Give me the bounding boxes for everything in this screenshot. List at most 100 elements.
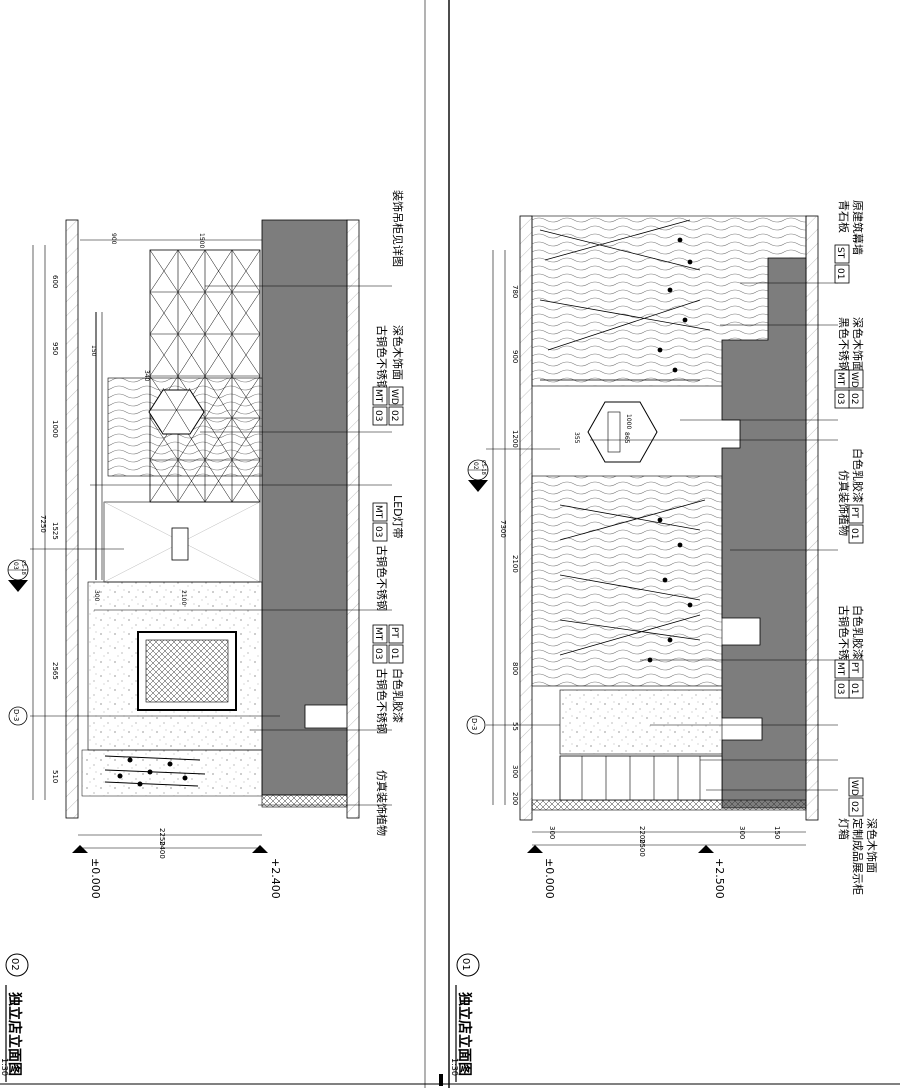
left-level-top: +2.400	[269, 858, 282, 899]
svg-text:03: 03	[373, 648, 383, 659]
right-side-dim-4: 150	[773, 826, 781, 839]
right-callout-7: 古铜色不锈钢	[837, 605, 851, 671]
svg-text:MT: MT	[373, 505, 383, 519]
right-dim-7: 300	[511, 765, 519, 778]
svg-text:PT: PT	[849, 507, 859, 518]
right-title-block: 01 独立店立面图 1:30	[450, 953, 480, 1082]
right-inner-dim-1: 355	[573, 432, 580, 444]
svg-text:WD: WD	[849, 780, 859, 796]
svg-text:01: 01	[835, 268, 845, 279]
left-shelf-grid	[149, 249, 261, 503]
left-inner-dim-2: 150	[90, 345, 97, 357]
right-level-top: +2.500	[713, 858, 726, 899]
right-callout-8: 深色木饰面	[865, 818, 879, 873]
svg-text:PT: PT	[389, 627, 399, 638]
right-plan-tag: D-3	[466, 715, 486, 735]
right-overall-dim: 7300	[499, 520, 507, 538]
left-elevation	[30, 219, 392, 853]
left-code-mt03-b: MT 03	[372, 624, 388, 664]
left-callout-1: 装饰吊柜见详图	[391, 190, 405, 267]
right-ceiling-hatch	[531, 799, 807, 811]
right-dim-8: 200	[511, 792, 519, 805]
right-side-dim-5: 2500	[638, 839, 646, 857]
left-callout-4: LED灯带	[391, 495, 404, 539]
right-code-wd02: WD 02	[848, 369, 864, 409]
right-display-cabinet	[559, 755, 723, 801]
right-code-wd02-b: WD 02	[848, 777, 864, 817]
left-dim-2: 950	[51, 342, 59, 355]
left-overall-dim: 7250	[39, 515, 47, 533]
left-callout-6: 白色乳胶漆	[391, 668, 405, 723]
left-code-pt01: PT 01	[388, 624, 404, 664]
svg-text:WD: WD	[849, 372, 859, 388]
svg-text:02: 02	[849, 393, 859, 404]
right-panel-title: 独立店立面图	[456, 992, 473, 1076]
svg-text:02: 02	[389, 410, 399, 421]
svg-text:D-3: D-3	[470, 718, 478, 730]
right-code-mt03: MT 03	[834, 369, 850, 409]
left-dim-3: 1000	[51, 420, 59, 438]
left-inner-dim-1: 340	[143, 370, 150, 382]
right-dim-6: 55	[511, 722, 519, 731]
svg-text:03: 03	[373, 410, 383, 421]
svg-text:ST: ST	[835, 247, 845, 259]
left-dim-5: 2565	[51, 662, 59, 680]
svg-text:CS-18: CS-18	[480, 460, 486, 475]
left-section-tag: 03 CS-18	[7, 559, 29, 592]
left-display-stand	[171, 527, 189, 561]
svg-text:MT: MT	[373, 389, 383, 403]
svg-text:MT: MT	[835, 372, 845, 386]
right-callout-6: 白色乳胶漆	[851, 605, 865, 660]
right-side-dim-1: 300	[548, 826, 556, 839]
svg-text:01: 01	[849, 528, 859, 539]
left-ceiling-slab	[346, 219, 360, 819]
left-panel-number: 02	[9, 958, 20, 971]
svg-text:02: 02	[849, 801, 859, 812]
right-callout-4: 白色乳胶漆	[851, 448, 865, 503]
left-dim-6: 510	[51, 770, 59, 783]
left-wall-section	[261, 219, 348, 796]
left-callout-7: 古铜色不锈钢	[375, 668, 389, 734]
svg-text:02: 02	[472, 462, 479, 470]
svg-text:PT: PT	[849, 662, 859, 673]
right-dim-5: 800	[511, 662, 519, 675]
right-level-bottom: ±0.000	[543, 858, 556, 899]
left-hexagon-lamp	[148, 389, 205, 435]
left-side-dim-2: 2400	[158, 841, 166, 859]
right-section-tag: 02 CS-18	[467, 459, 489, 492]
right-code-mt03-b: MT 03	[834, 659, 850, 699]
right-dim-1: 780	[511, 285, 519, 298]
left-code-mt03: MT 03	[372, 386, 388, 426]
left-floor-slab	[65, 219, 79, 819]
left-title-block: 02 独立店立面图 1:30	[0, 953, 29, 1082]
right-dim-4: 2100	[511, 555, 519, 573]
left-dim-1: 600	[51, 275, 59, 288]
right-panel-number: 01	[460, 958, 471, 971]
right-callout-9: 定制成品展示柜	[851, 818, 865, 895]
left-inner-dim-3: 300	[93, 590, 100, 602]
right-callout-1-pre: 青石板	[837, 200, 851, 233]
right-inner-dim-2: 865	[623, 432, 630, 444]
left-bottom-dim-2: 1500	[198, 233, 205, 248]
left-plan-tag: D-3	[8, 706, 28, 726]
sheet-mark	[439, 1074, 443, 1086]
right-callout-10: 灯箱	[837, 818, 851, 840]
svg-text:03: 03	[12, 562, 19, 570]
left-level-bottom: ±0.000	[89, 858, 102, 899]
right-ceiling-slab	[805, 215, 819, 821]
svg-text:WD: WD	[389, 389, 399, 405]
right-wall-section	[721, 257, 807, 809]
left-inner-dim-4: 2100	[180, 590, 187, 605]
right-callout-2: 深色木饰面	[851, 317, 865, 372]
right-callout-3: 黑色不锈钢	[837, 317, 851, 372]
right-elevation	[486, 215, 838, 853]
left-code-mt03-led: MT 03	[372, 502, 388, 542]
right-dim-2: 900	[511, 350, 519, 363]
right-callout-1: 原建筑幕墙	[851, 200, 865, 255]
right-callout-5: 仿真装饰植物	[837, 470, 851, 536]
left-dim-4: 1525	[51, 522, 59, 540]
svg-text:03: 03	[373, 526, 383, 537]
right-inner-dim-3: 1000	[625, 414, 632, 429]
right-floor-slab	[519, 215, 533, 821]
